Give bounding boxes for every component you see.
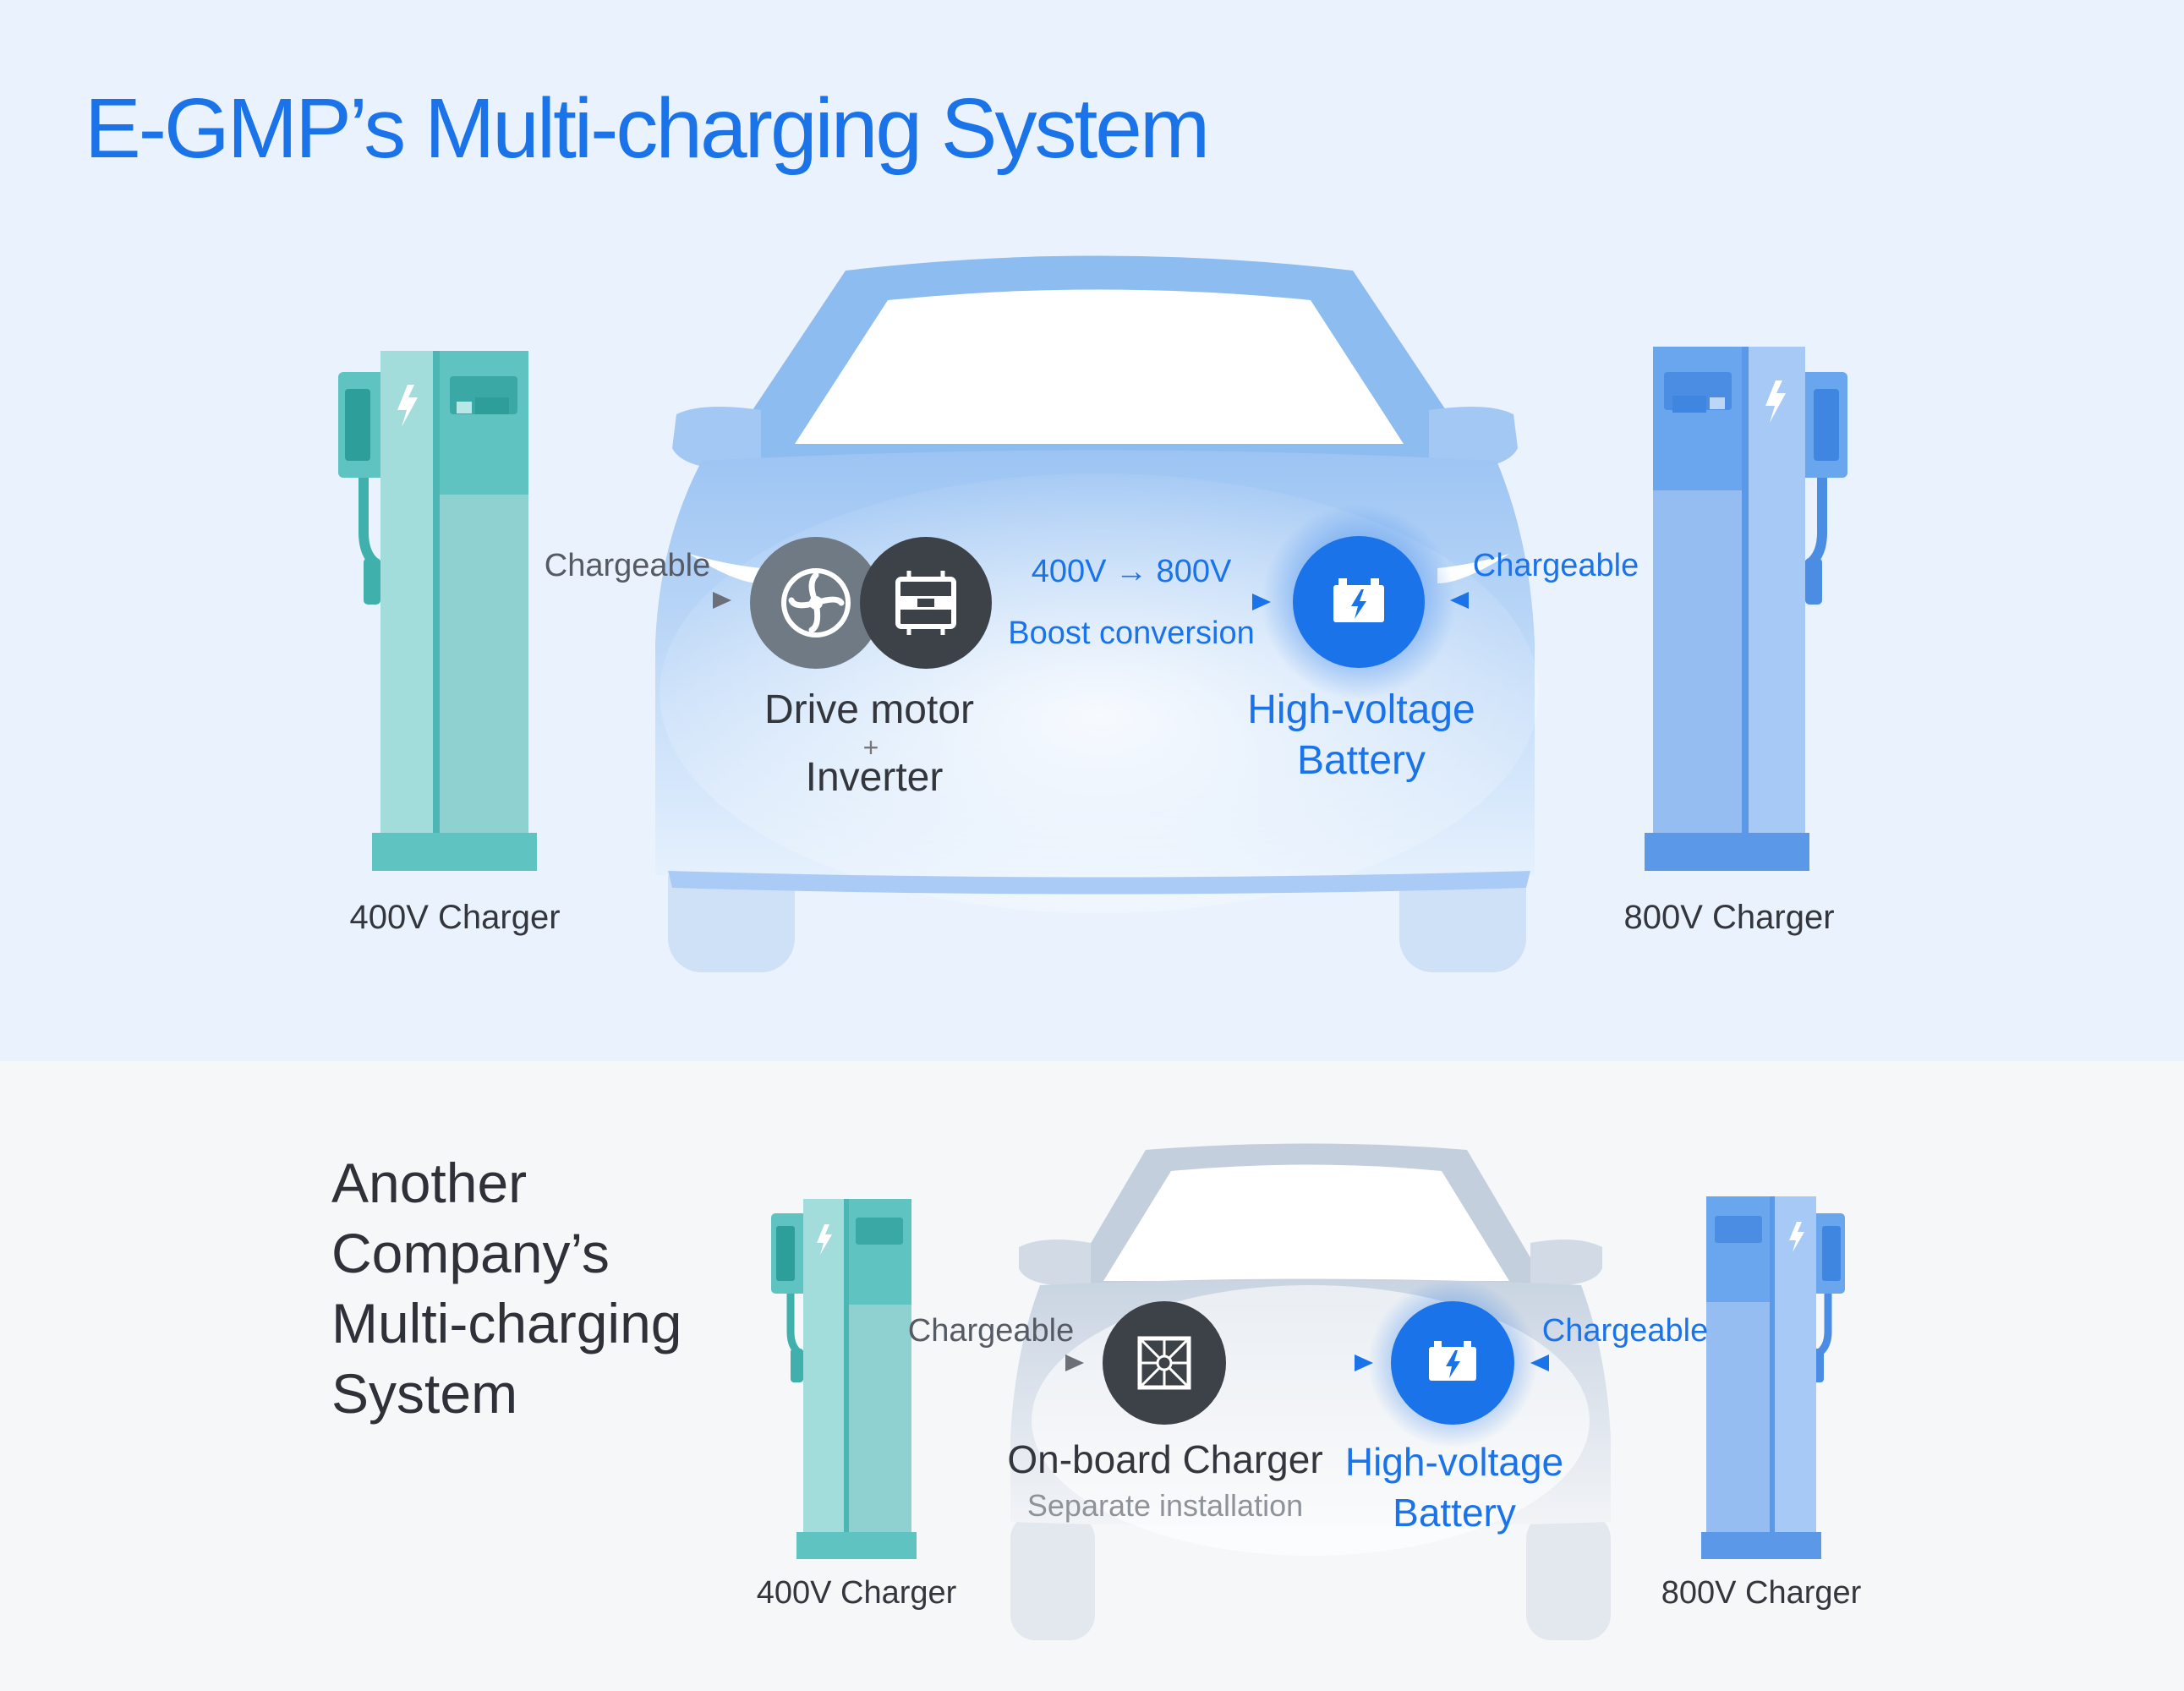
- egmp-400v-charger-label: 400V Charger: [349, 899, 561, 936]
- egmp-battery-label-line1: High-voltage: [1247, 687, 1475, 732]
- boost-conversion-label: Boost conversion: [1008, 616, 1255, 651]
- on-board-charger-label: On-board Charger: [1007, 1437, 1323, 1481]
- other-400v-charger-label: 400V Charger: [756, 1575, 957, 1611]
- egmp-400v-charger-icon: [338, 351, 537, 871]
- page-title: E-GMP’s Multi-charging System: [85, 81, 1210, 176]
- separate-installation-label: Separate installation: [1026, 1488, 1304, 1523]
- drive-motor-label: Drive motor: [764, 687, 975, 732]
- other-800v-charger-icon: [1701, 1196, 1845, 1559]
- other-title-line-2: Company’s: [331, 1222, 610, 1284]
- other-800v-chargeable-label: Chargeable: [1541, 1313, 1709, 1349]
- other-800v-charger-label: 800V Charger: [1661, 1575, 1862, 1611]
- boost-voltage-label: 400V → 800V: [1031, 554, 1232, 589]
- inverter-label: Inverter: [805, 755, 944, 800]
- egmp-800v-charger-label: 800V Charger: [1623, 899, 1835, 936]
- other-battery-label-line2: Battery: [1393, 1491, 1516, 1535]
- inverter-icon: [860, 537, 992, 669]
- egmp-battery-label-line2: Battery: [1296, 738, 1426, 783]
- egmp-800v-chargeable-label: Chargeable: [1472, 548, 1639, 583]
- other-battery-icon: [1368, 1278, 1537, 1447]
- other-400v-chargeable-label: Chargeable: [907, 1313, 1075, 1349]
- other-400v-charger-icon: [771, 1199, 917, 1559]
- other-title-line-3: Multi-charging: [331, 1292, 682, 1354]
- fan-icon: [750, 537, 882, 669]
- egmp-400v-chargeable-label: Chargeable: [544, 548, 711, 583]
- other-title-line-1: Another: [331, 1152, 528, 1214]
- egmp-800v-charger-icon: [1645, 347, 1847, 871]
- other-system-title: Another Company’s Multi-charging System: [331, 1148, 771, 1429]
- egmp-battery-icon: [1262, 505, 1456, 699]
- on-board-charger-icon: [1103, 1301, 1226, 1425]
- other-battery-label-line1: High-voltage: [1344, 1440, 1564, 1484]
- other-title-line-4: System: [331, 1362, 518, 1425]
- plus-sign: +: [862, 732, 879, 763]
